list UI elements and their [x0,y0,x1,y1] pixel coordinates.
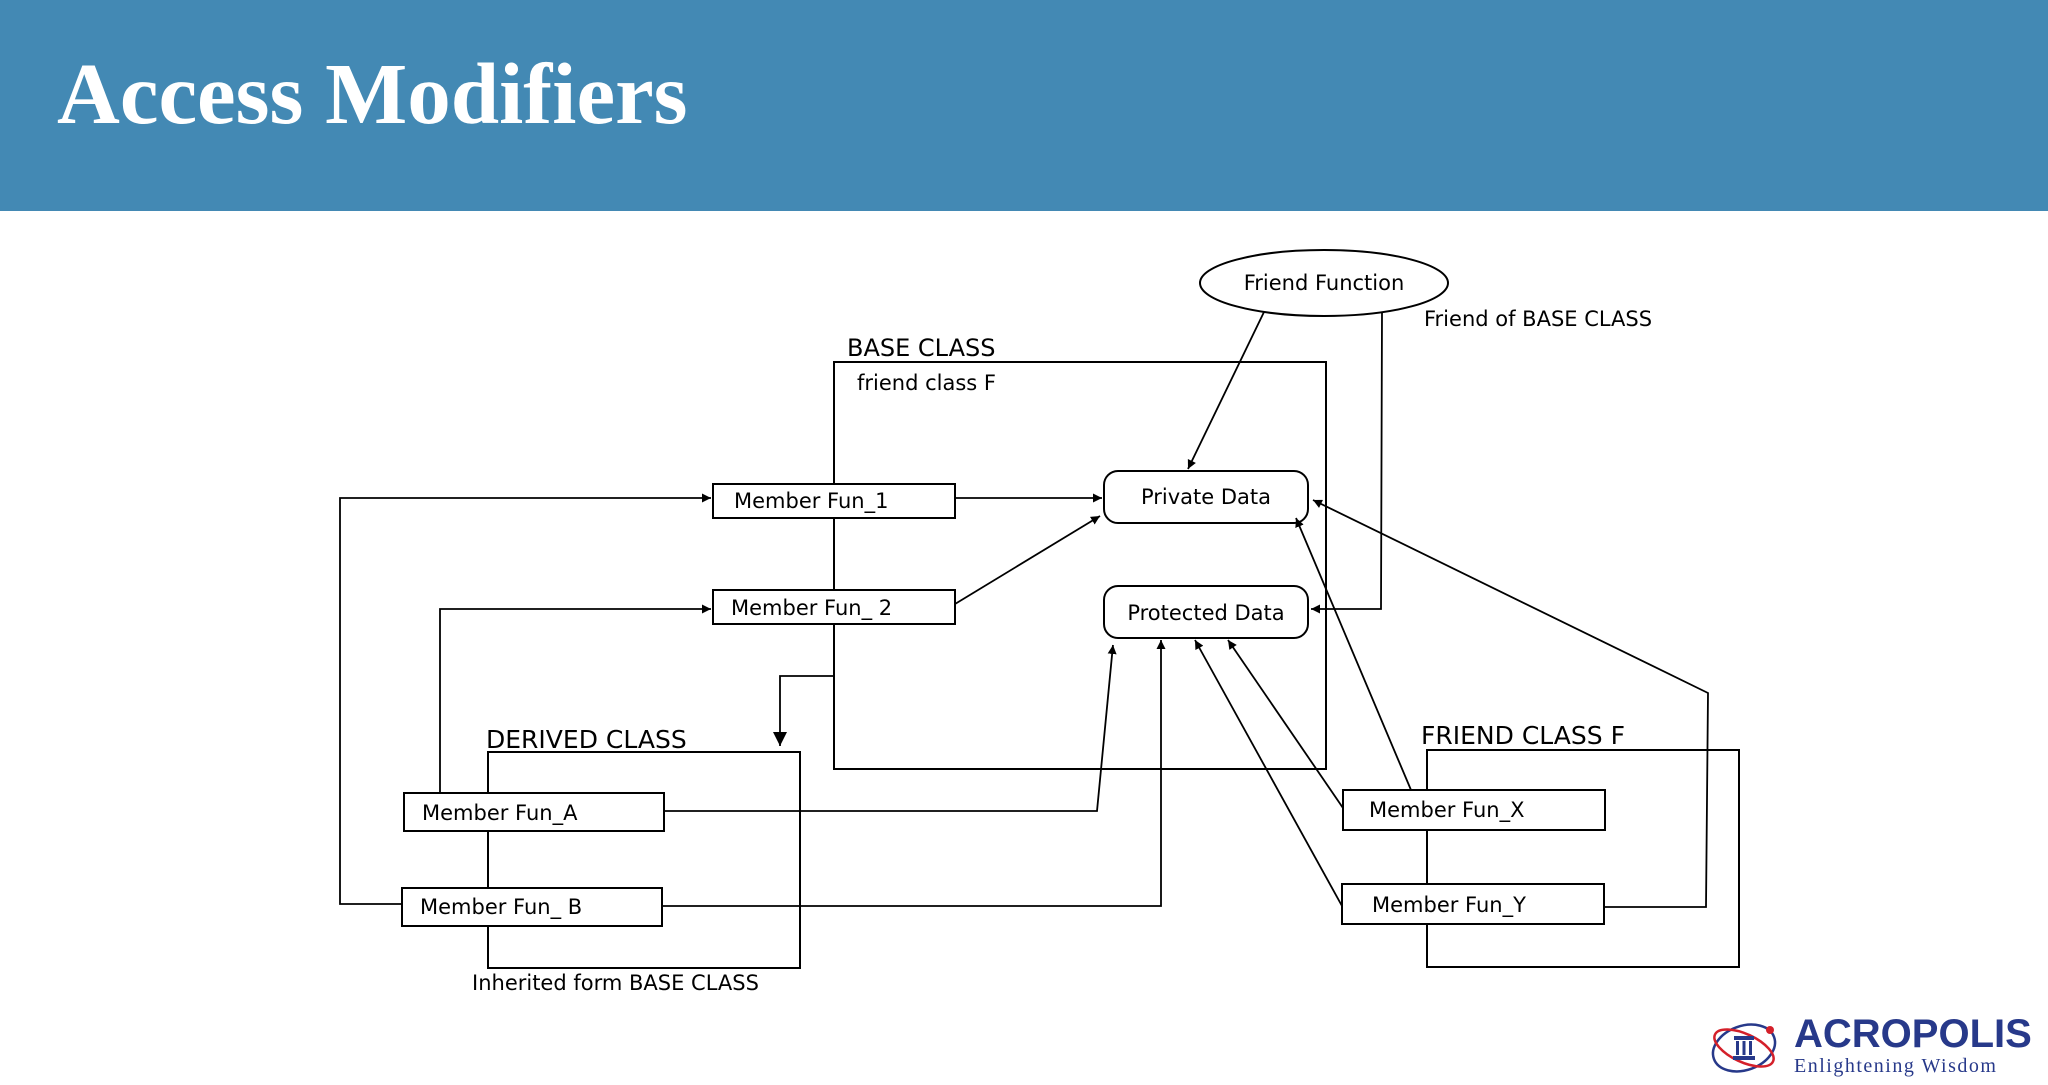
connector-funb-protected [662,640,1166,907]
member-fun-y-label: Member Fun_Y [1372,893,1526,918]
member-fun-1-label: Member Fun_1 [734,489,888,514]
diagram-canvas: Friend Function Friend of BASE CLASS BAS… [339,249,1740,995]
connector-funx-private [1295,517,1412,791]
friend-class-f-label: friend class F [857,371,996,395]
connector-ff-protected [1311,311,1383,614]
connector-funa-protected [664,644,1117,812]
protected-data-label: Protected Data [1127,601,1284,625]
logo-name: ACROPOLIS [1794,1012,2032,1056]
connector-funx-protected [1227,639,1344,809]
base-class-box [833,361,1327,770]
protected-data-box [1103,585,1309,639]
access-modifiers-diagram: Friend Function Friend of BASE CLASS BAS… [280,228,1760,1000]
friend-class-label: FRIEND CLASS F [1421,721,1625,750]
member-fun-1-box [712,483,956,519]
member-fun-b-label: Member Fun_ B [420,895,582,920]
connector-funb-fun1 [339,493,711,905]
slide-title: Access Modifiers [57,45,688,142]
private-data-label: Private Data [1141,485,1271,509]
member-fun-x-label: Member Fun_X [1369,798,1525,823]
member-fun-a-label: Member Fun_A [422,801,578,826]
member-fun-2-label: Member Fun_ 2 [731,596,892,621]
connector-fun2-private [954,515,1101,605]
logo-tagline: Enlightening Wisdom [1794,1055,1998,1077]
friend-function-label: Friend Function [1244,271,1405,295]
friend-function-node [1199,249,1449,317]
member-fun-y-box [1341,883,1605,925]
member-fun-x-box [1342,789,1606,831]
connector-funa-fun2 [439,604,711,793]
friend-of-base-label: Friend of BASE CLASS [1424,307,1652,331]
member-fun-2-box [712,589,956,625]
connector-ff-private [1187,311,1265,470]
connector-funy-protected [1194,639,1343,907]
connector-inheritance [773,675,834,746]
connector-funy-private [1312,499,1709,908]
base-class-label: BASE CLASS [847,334,995,362]
friend-class-box [1426,749,1740,968]
derived-class-label: DERIVED CLASS [486,725,687,754]
derived-class-box [487,751,801,969]
member-fun-b-box [401,887,663,927]
acropolis-logo-icon [1711,1023,1777,1073]
slide-header: Access Modifiers [0,0,2048,211]
private-data-box [1103,470,1309,524]
inherited-label: Inherited form BASE CLASS [472,971,759,995]
member-fun-a-box [403,792,665,832]
acropolis-logo: ACROPOLIS Enlightening Wisdom [1706,1012,2032,1080]
